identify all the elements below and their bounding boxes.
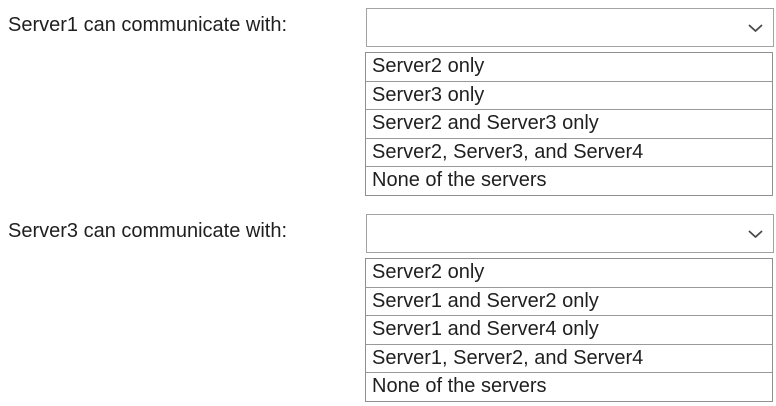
dropdown-option[interactable]: Server3 only: [366, 80, 772, 110]
question-1-group: Server1 can communicate with: Server2 on…: [0, 0, 776, 200]
dropdown-option[interactable]: Server2, Server3, and Server4: [366, 137, 772, 167]
dropdown-option[interactable]: Server2 only: [366, 259, 772, 287]
dropdown-option[interactable]: Server1 and Server4 only: [366, 315, 772, 344]
dropdown-option[interactable]: Server1, Server2, and Server4: [366, 343, 772, 373]
dropdown-option[interactable]: Server2 and Server3 only: [366, 109, 772, 138]
question-1-options-list: Server2 only Server3 only Server2 and Se…: [365, 52, 773, 196]
question-2-label: Server3 can communicate with:: [8, 220, 288, 242]
chevron-down-icon: [748, 24, 763, 32]
dropdown-option[interactable]: Server2 only: [366, 53, 772, 81]
question-2-dropdown-select[interactable]: [366, 214, 774, 253]
question-1-dropdown-select[interactable]: [366, 8, 774, 47]
question-2-options-list: Server2 only Server1 and Server2 only Se…: [365, 258, 773, 402]
dropdown-option[interactable]: None of the servers: [366, 372, 772, 401]
dropdown-option[interactable]: None of the servers: [366, 166, 772, 195]
question-2-group: Server3 can communicate with: Server2 on…: [0, 206, 776, 406]
chevron-down-icon: [748, 230, 763, 238]
dropdown-option[interactable]: Server1 and Server2 only: [366, 286, 772, 316]
question-1-label: Server1 can communicate with:: [8, 14, 288, 36]
